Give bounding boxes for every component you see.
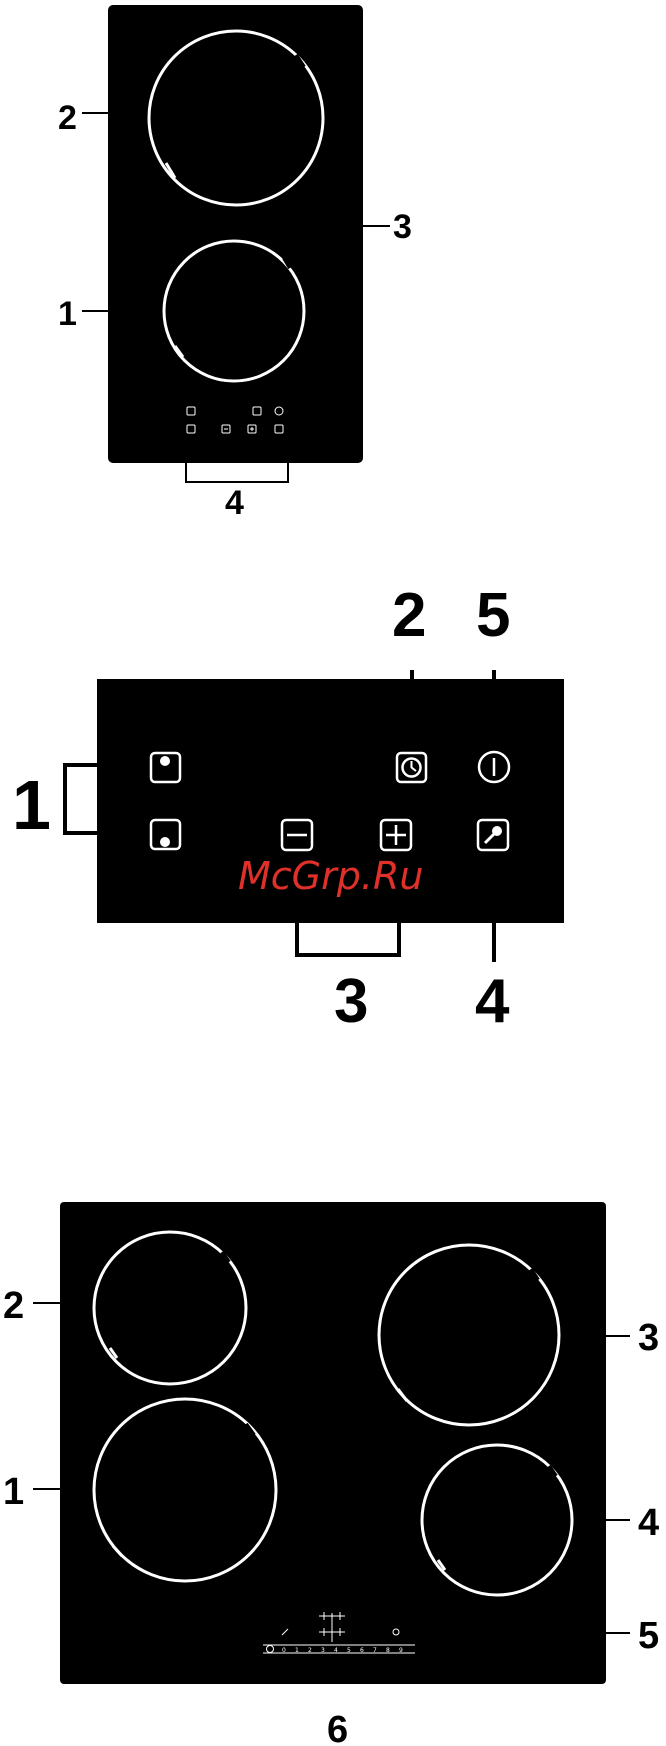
hob-glass-panel-large <box>60 1202 606 1684</box>
callout-5: 5 <box>638 1615 659 1657</box>
callout-2: 2 <box>392 581 426 650</box>
scale-digit: 4 <box>334 1647 338 1654</box>
scale-digit: 5 <box>347 1647 351 1654</box>
callout-4: 4 <box>638 1502 659 1544</box>
callout-1: 1 <box>3 1471 24 1513</box>
callout-4: 4 <box>475 967 510 1036</box>
scale-digit: 8 <box>386 1647 390 1654</box>
callout-6: 6 <box>327 1709 348 1746</box>
callout-3: 3 <box>393 208 412 246</box>
scale-digit: 1 <box>295 1647 299 1654</box>
callout-4: 4 <box>225 484 244 522</box>
scale-digit: 7 <box>373 1647 377 1654</box>
scale-digit: 2 <box>308 1647 312 1654</box>
diagram-four-zone-hob: 0 1 2 3 4 5 6 7 8 9 2 1 3 4 5 6 <box>3 1202 659 1746</box>
scale-digit: 0 <box>282 1647 286 1654</box>
callout-3: 3 <box>638 1317 659 1359</box>
callout-2: 2 <box>58 99 77 137</box>
hob-glass-panel <box>108 5 363 463</box>
callout-1: 1 <box>58 295 77 333</box>
scale-digit: 9 <box>399 1647 403 1654</box>
callout-2: 2 <box>3 1285 24 1327</box>
callout-5: 5 <box>476 581 510 650</box>
scale-digit: 3 <box>321 1647 325 1654</box>
callout-3: 3 <box>334 967 368 1036</box>
diagram-control-panel: McGrp.Ru 1 2 5 3 4 <box>12 581 564 1036</box>
scale-digit: 6 <box>360 1647 364 1654</box>
watermark: McGrp.Ru <box>238 854 423 898</box>
callout-1: 1 <box>12 766 51 844</box>
diagram-two-zone-hob: 2 3 1 4 <box>58 5 412 522</box>
